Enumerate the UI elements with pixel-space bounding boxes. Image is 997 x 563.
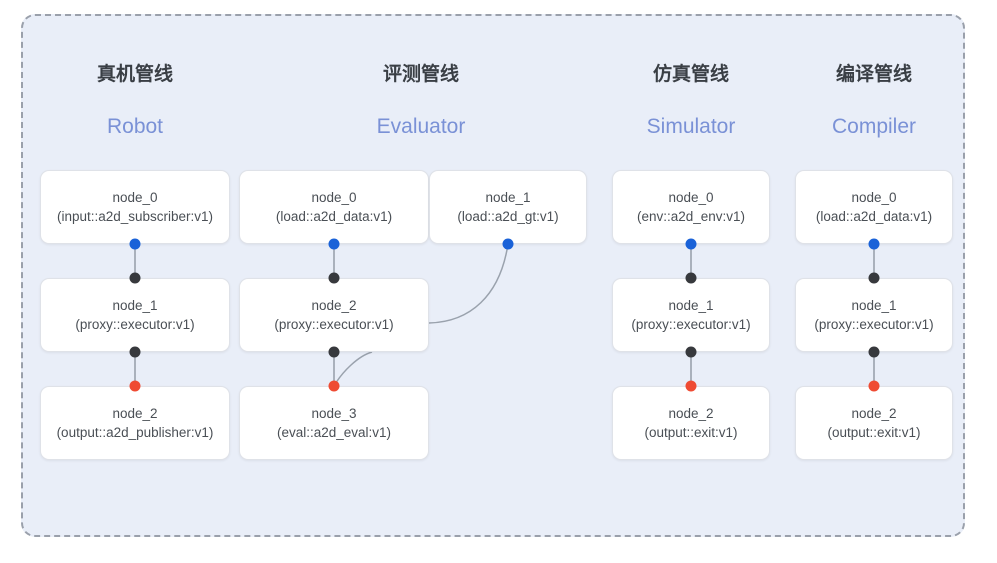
node-robot-node-1[interactable]: node_1 (proxy::executor:v1)	[40, 278, 230, 352]
port-output-sim-node-0[interactable]	[685, 238, 697, 250]
node-subtitle: (output::exit:v1)	[827, 425, 921, 440]
node-title: node_1	[668, 298, 714, 313]
node-title: node_0	[311, 190, 357, 205]
port-output-robot-node-1[interactable]	[129, 346, 141, 358]
node-title: node_2	[851, 406, 897, 421]
port-output-robot-node-0[interactable]	[129, 238, 141, 250]
node-sim-node-0[interactable]: node_0 (env::a2d_env:v1)	[612, 170, 770, 244]
node-title: node_0	[112, 190, 158, 205]
node-robot-node-2[interactable]: node_2 (output::a2d_publisher:v1)	[40, 386, 230, 460]
port-output-comp-node-1[interactable]	[868, 346, 880, 358]
column-title-cn-evaluator: 评测管线	[382, 64, 459, 85]
node-eval-node-1[interactable]: node_1 (load::a2d_gt:v1)	[429, 170, 587, 244]
column-title-en-simulator: Simulator	[646, 115, 736, 138]
node-robot-node-0[interactable]: node_0 (input::a2d_subscriber:v1)	[40, 170, 230, 244]
node-subtitle: (proxy::executor:v1)	[814, 317, 934, 332]
node-eval-node-3[interactable]: node_3 (eval::a2d_eval:v1)	[239, 386, 429, 460]
node-title: node_3	[311, 406, 357, 421]
node-subtitle: (load::a2d_gt:v1)	[457, 209, 559, 224]
node-subtitle: (input::a2d_subscriber:v1)	[56, 209, 214, 224]
node-subtitle: (eval::a2d_eval:v1)	[276, 425, 392, 440]
node-title: node_2	[311, 298, 357, 313]
node-comp-node-1[interactable]: node_1 (proxy::executor:v1)	[795, 278, 953, 352]
port-output-eval-node-0[interactable]	[328, 238, 340, 250]
column-header-compiler: 编译管线 Compiler	[832, 62, 916, 140]
node-subtitle: (proxy::executor:v1)	[75, 317, 195, 332]
port-input-sim-node-2[interactable]	[685, 380, 697, 392]
port-input-sim-node-1[interactable]	[685, 272, 697, 284]
port-input-eval-node-3[interactable]	[328, 380, 340, 392]
column-title-cn-simulator: 仿真管线	[652, 64, 730, 85]
node-subtitle: (proxy::executor:v1)	[631, 317, 751, 332]
node-subtitle: (env::a2d_env:v1)	[636, 209, 746, 224]
node-sim-node-1[interactable]: node_1 (proxy::executor:v1)	[612, 278, 770, 352]
node-subtitle: (load::a2d_data:v1)	[815, 209, 933, 224]
port-input-robot-node-1[interactable]	[129, 272, 141, 284]
node-title: node_2	[668, 406, 714, 421]
port-output-eval-node-2[interactable]	[328, 346, 340, 358]
node-title: node_1	[851, 298, 897, 313]
column-header-robot: 真机管线 Robot	[97, 62, 173, 140]
port-input-robot-node-2[interactable]	[129, 380, 141, 392]
node-title: node_1	[485, 190, 531, 205]
node-title: node_1	[112, 298, 158, 313]
node-comp-node-2[interactable]: node_2 (output::exit:v1)	[795, 386, 953, 460]
node-eval-node-0[interactable]: node_0 (load::a2d_data:v1)	[239, 170, 429, 244]
node-title: node_0	[668, 190, 714, 205]
column-header-evaluator: 评测管线 Evaluator	[377, 62, 466, 140]
port-output-comp-node-0[interactable]	[868, 238, 880, 250]
column-header-simulator: 仿真管线 Simulator	[647, 62, 736, 140]
port-input-eval-node-2[interactable]	[328, 272, 340, 284]
node-title: node_0	[851, 190, 897, 205]
port-output-eval-node-1[interactable]	[502, 238, 514, 250]
port-input-comp-node-1[interactable]	[868, 272, 880, 284]
port-output-sim-node-1[interactable]	[685, 346, 697, 358]
port-input-comp-node-2[interactable]	[868, 380, 880, 392]
node-comp-node-0[interactable]: node_0 (load::a2d_data:v1)	[795, 170, 953, 244]
column-title-cn-robot: 真机管线	[96, 64, 174, 85]
column-title-en-compiler: Compiler	[831, 115, 917, 138]
column-title-cn-compiler: 编译管线	[835, 64, 912, 85]
node-subtitle: (proxy::executor:v1)	[274, 317, 394, 332]
column-title-en-robot: Robot	[106, 115, 164, 138]
node-subtitle: (output::a2d_publisher:v1)	[56, 425, 214, 440]
node-title: node_2	[112, 406, 158, 421]
node-subtitle: (load::a2d_data:v1)	[275, 209, 393, 224]
node-sim-node-2[interactable]: node_2 (output::exit:v1)	[612, 386, 770, 460]
column-title-en-evaluator: Evaluator	[376, 115, 466, 138]
node-subtitle: (output::exit:v1)	[644, 425, 738, 440]
node-eval-node-2[interactable]: node_2 (proxy::executor:v1)	[239, 278, 429, 352]
